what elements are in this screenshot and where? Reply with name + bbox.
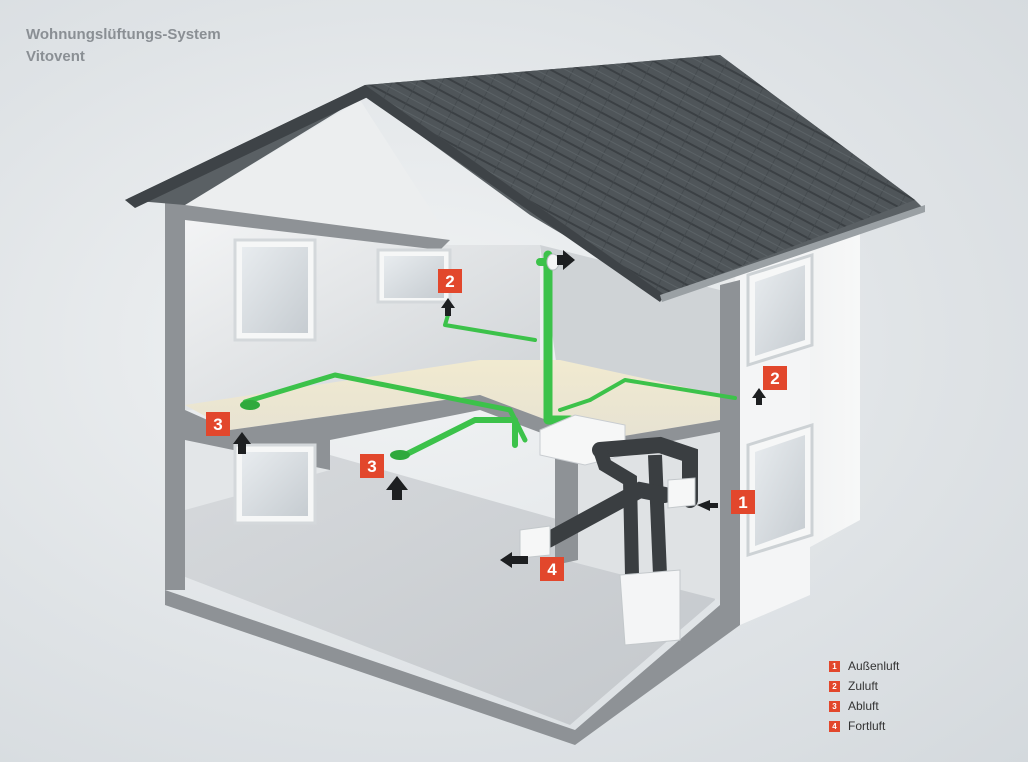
- title-line-2: Vitovent: [26, 48, 85, 65]
- legend-number-badge: 3: [829, 700, 840, 712]
- legend-item-zuluft: 2 Zuluft: [829, 676, 899, 696]
- legend: 1 Außenluft 2 Zuluft 3 Abluft 4 Fortluft: [829, 656, 899, 736]
- legend-number-badge: 4: [829, 720, 840, 732]
- exhaust-arrow-center: [386, 476, 408, 500]
- legend-label: Abluft: [848, 699, 879, 713]
- supply-arrow-upper: [441, 298, 455, 316]
- legend-label: Zuluft: [848, 679, 879, 693]
- legend-number-badge: 1: [829, 660, 840, 672]
- exhaust-roof-arrow: [557, 250, 575, 270]
- exhaust-arrow-left: [233, 432, 251, 454]
- badge-1: 1: [731, 490, 755, 514]
- badge-3-left: 3: [206, 412, 230, 436]
- title-line-1: Wohnungslüftungs-System: [26, 26, 221, 43]
- badge-4: 4: [540, 557, 564, 581]
- roof: [125, 55, 925, 302]
- supply-arrow-right: [752, 388, 766, 405]
- outside-air-arrow: [697, 500, 718, 511]
- svg-text:1: 1: [738, 493, 747, 512]
- svg-text:2: 2: [445, 272, 454, 291]
- legend-number-badge: 2: [829, 680, 840, 692]
- badge-3-center: 3: [360, 454, 384, 478]
- legend-item-fortluft: 4 Fortluft: [829, 716, 899, 736]
- badge-2-right: 2: [763, 366, 787, 390]
- air-outlets: [240, 253, 560, 460]
- diagram-title: Wohnungslüftungs-System Vitovent: [26, 24, 221, 68]
- attic-ceiling: [185, 100, 450, 250]
- airflow-arrows: [233, 250, 766, 568]
- legend-label: Fortluft: [848, 719, 886, 733]
- ventilation-unit: [519, 414, 698, 646]
- svg-text:3: 3: [213, 415, 222, 434]
- badge-2-upper: 2: [438, 269, 462, 293]
- svg-text:3: 3: [367, 457, 376, 476]
- svg-text:2: 2: [770, 369, 779, 388]
- legend-label: Außenluft: [848, 659, 900, 673]
- svg-text:4: 4: [547, 560, 557, 579]
- legend-item-abluft: 3 Abluft: [829, 696, 899, 716]
- windows: [233, 238, 814, 558]
- exhaust-air-arrow: [500, 552, 528, 568]
- legend-item-aussenluft: 1 Außenluft: [829, 656, 899, 676]
